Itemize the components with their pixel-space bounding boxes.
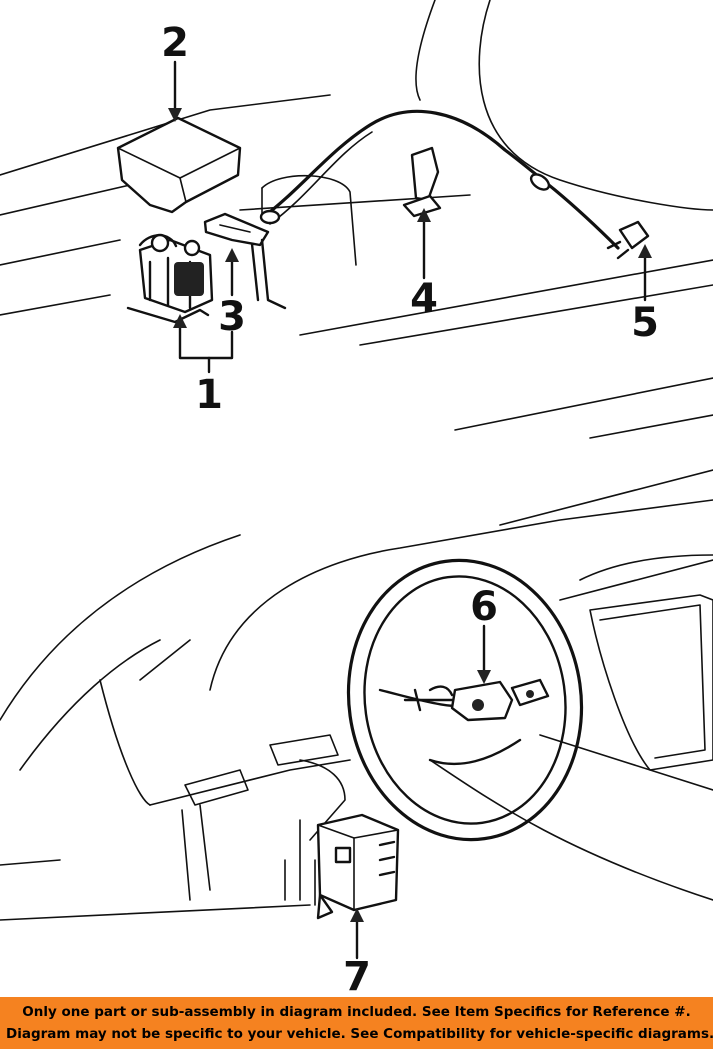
combination-switch (403, 678, 550, 722)
clutch-switch (402, 146, 442, 218)
parts-diagram: 2 3 1 4 5 6 7 (0, 0, 713, 995)
disclaimer-line-2: Diagram may not be specific to your vehi… (6, 1026, 713, 1042)
cruise-cable (259, 109, 620, 250)
leader-lines-lower (350, 624, 491, 960)
callout-7: 7 (343, 954, 371, 995)
callout-1: 1 (195, 372, 223, 418)
disclaimer-line-1: Only one part or sub-assembly in diagram… (22, 1004, 691, 1020)
actuator-bracket (203, 212, 287, 310)
cruise-control-actuator (126, 233, 214, 324)
callout-2: 2 (161, 20, 189, 66)
callout-5: 5 (631, 300, 659, 346)
callout-3: 3 (218, 294, 246, 340)
disclaimer-banner: Only one part or sub-assembly in diagram… (0, 997, 713, 1049)
dashboard-linework (0, 469, 713, 921)
steering-wheel (346, 558, 584, 842)
callout-numbers: 2 3 1 4 5 6 7 (161, 20, 659, 995)
integration-relay-module (316, 813, 400, 920)
cable-end-sensor (606, 220, 650, 260)
callout-4: 4 (410, 276, 438, 322)
leader-lines-upper (168, 60, 652, 374)
engine-bay-linework (0, 0, 713, 439)
cruise-control-module (116, 116, 242, 214)
callout-6: 6 (470, 584, 498, 630)
